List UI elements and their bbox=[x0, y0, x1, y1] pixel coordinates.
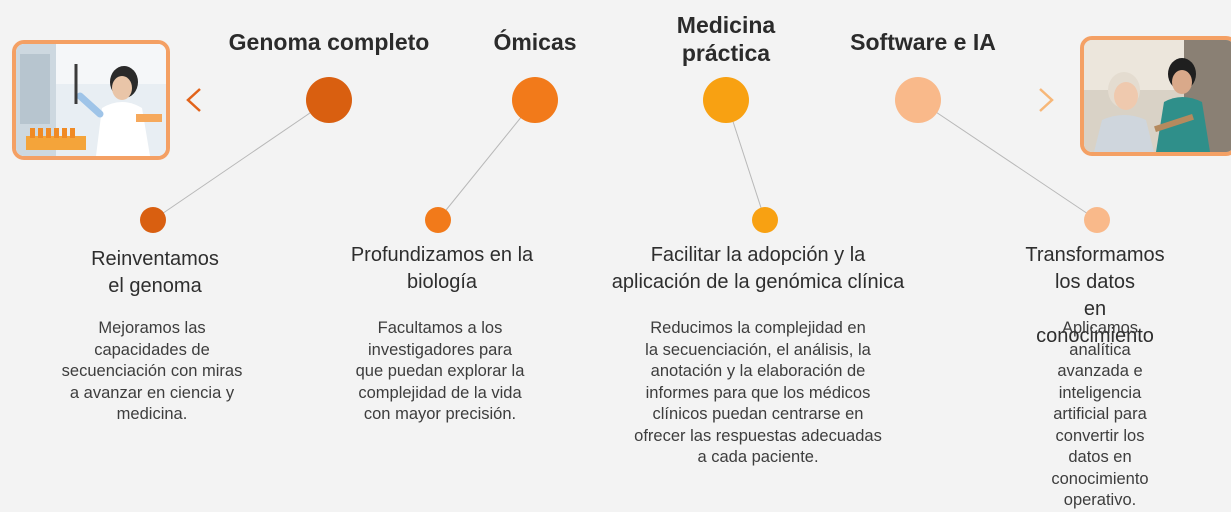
genomics-timeline-diagram: Genoma completo Reinventamos el genoma M… bbox=[12, 12, 1231, 509]
stage-title-medicina: Facilitar la adopción y la aplicación de… bbox=[611, 244, 905, 293]
stage-description-medicina: Reducimos la complejidad en la secuencia… bbox=[634, 319, 882, 466]
milestone-dot-medicina bbox=[703, 77, 749, 123]
scientist-pipette-icon bbox=[16, 44, 166, 156]
stage-heading-genoma: Genoma completo bbox=[228, 29, 430, 55]
stage-title-software: Transformamos los datos en conocimiento bbox=[1025, 244, 1165, 347]
stage-description-genoma: Mejoramos las capacidades de secuenciaci… bbox=[61, 319, 243, 423]
stage-heading-medicina: Medicina práctica bbox=[676, 12, 776, 66]
small-dot-3 bbox=[752, 207, 778, 233]
stage-heading-omicas: Ómicas bbox=[493, 29, 577, 55]
small-dot-2 bbox=[425, 207, 451, 233]
doctor-patient-photo bbox=[1080, 36, 1231, 156]
stage-description-software: Aplicamos analítica avanzada e inteligen… bbox=[1051, 319, 1149, 509]
stage-description-omicas: Facultamos a los investigadores para que… bbox=[355, 319, 525, 423]
doctor-patient-icon bbox=[1084, 40, 1231, 152]
arrow-left-icon bbox=[186, 88, 201, 112]
stage-title-genoma: Reinventamos el genoma bbox=[91, 248, 219, 297]
milestone-dot-genoma bbox=[306, 77, 352, 123]
connector-line-2 bbox=[437, 99, 536, 221]
connector-line-1 bbox=[152, 99, 330, 221]
arrow-right-icon bbox=[1039, 88, 1054, 112]
milestone-dot-software bbox=[895, 77, 941, 123]
small-dot-1 bbox=[140, 207, 166, 233]
lab-scientist-photo bbox=[12, 40, 170, 160]
milestone-dot-omicas bbox=[512, 77, 558, 123]
timeline-graphics bbox=[140, 77, 1110, 233]
stage-title-omicas: Profundizamos en la biología bbox=[350, 244, 534, 293]
connector-line-4 bbox=[917, 99, 1098, 221]
small-dot-4 bbox=[1084, 207, 1110, 233]
stage-heading-software: Software e IA bbox=[850, 29, 996, 55]
